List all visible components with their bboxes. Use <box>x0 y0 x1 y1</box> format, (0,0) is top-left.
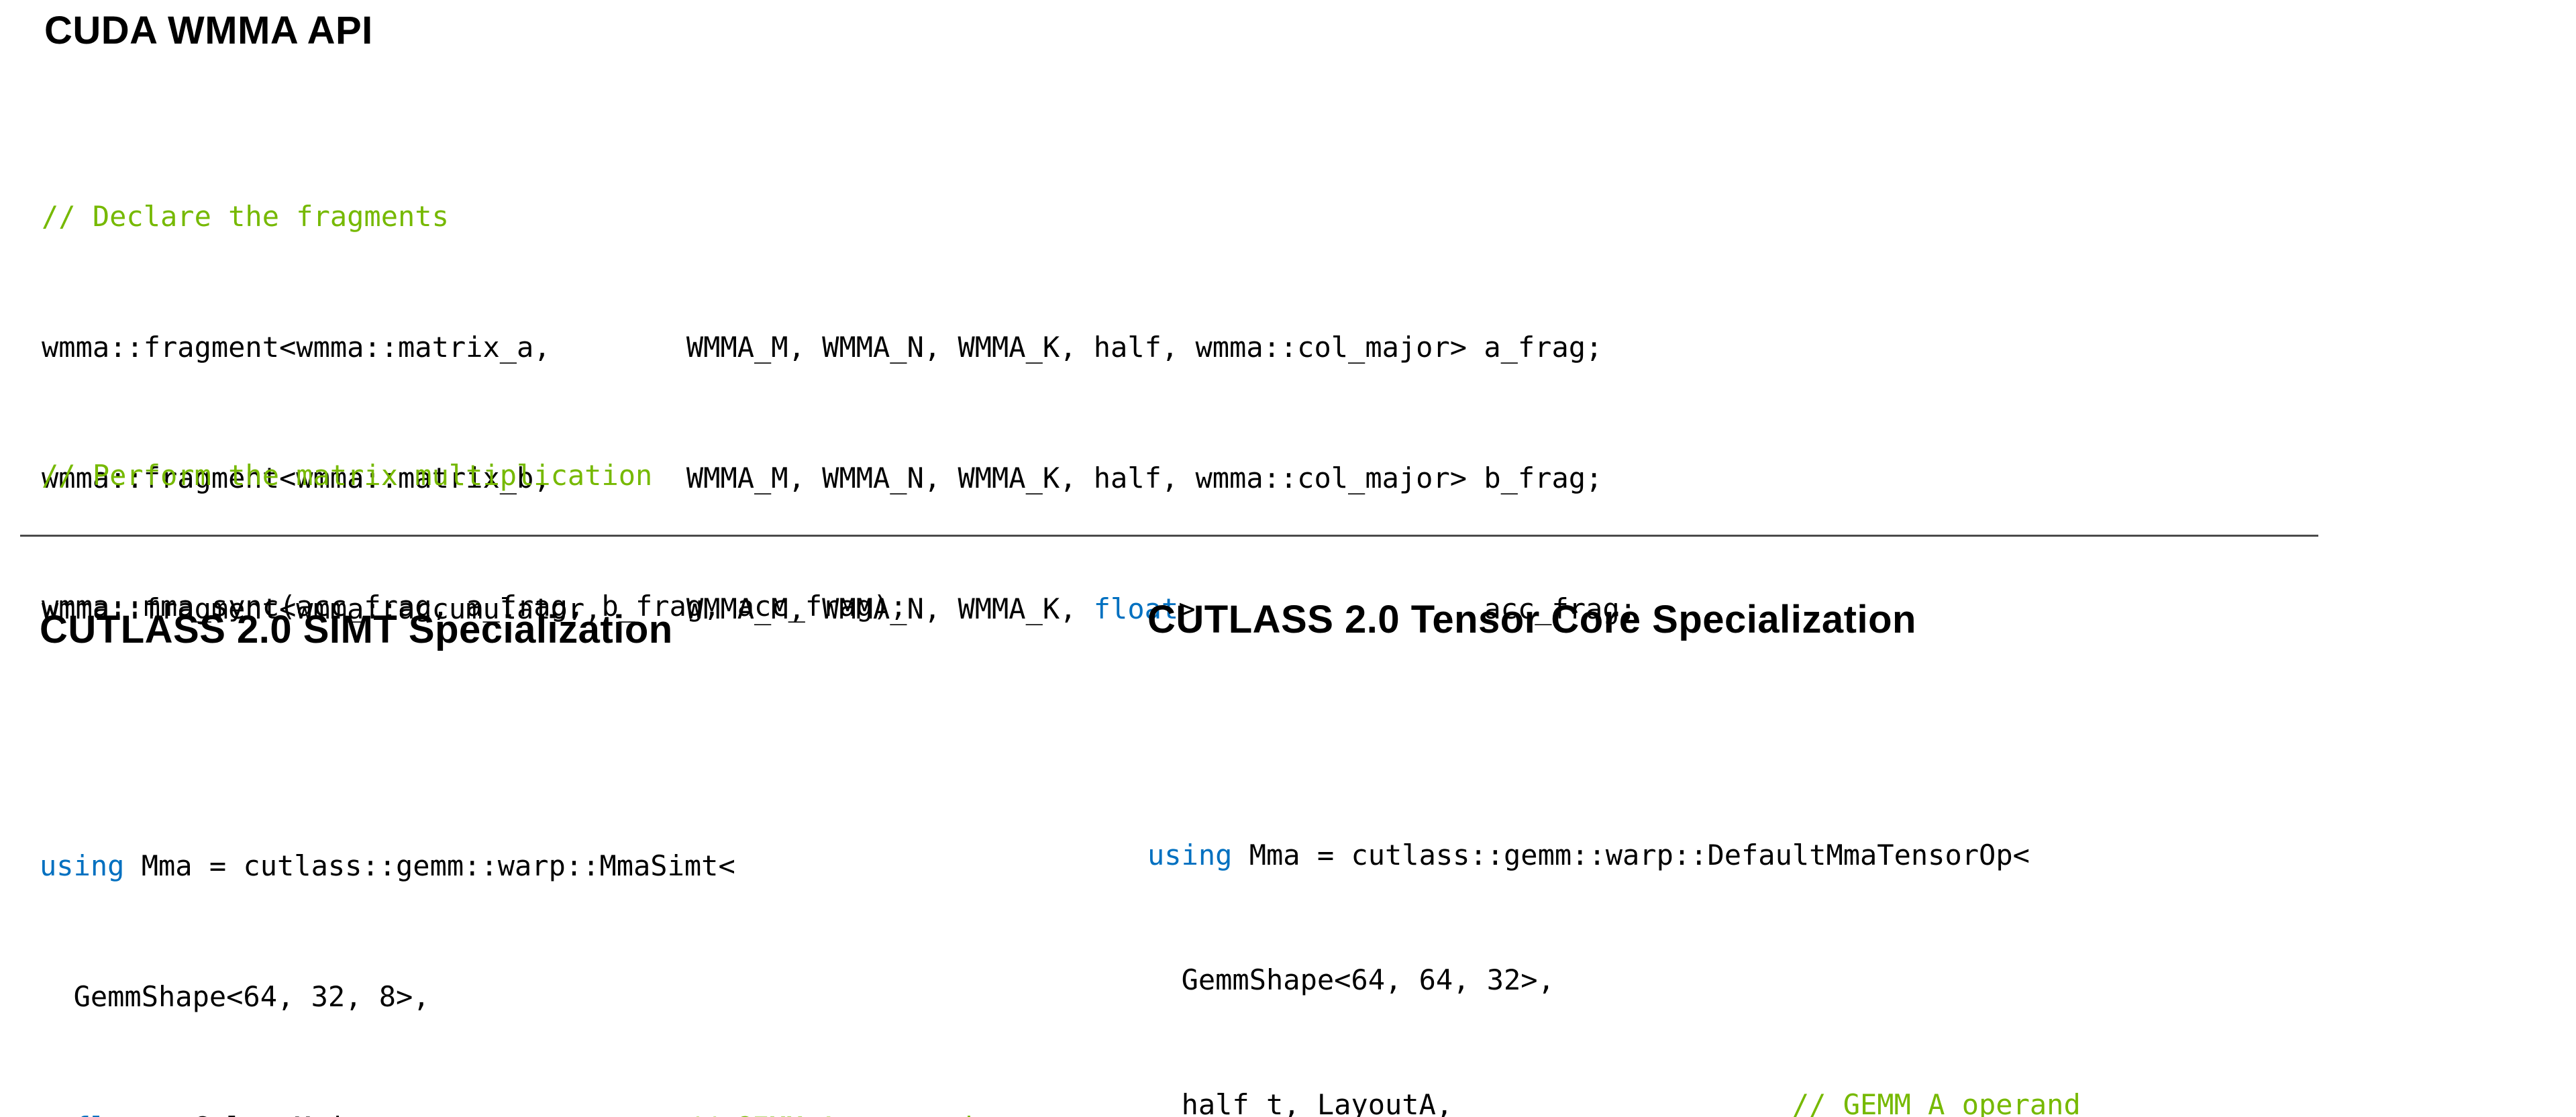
code-line: wmma::fragment<wmma::matrix_b, WMMA_M, W… <box>42 456 1637 500</box>
wmma-multiply-code-block: // Perform the matrix multiplication wmm… <box>42 366 907 715</box>
code-plain-token: Mma = cutlass::gemm::warp::DefaultMmaTen… <box>1232 839 2030 871</box>
code-line: using Mma = cutlass::gemm::warp::Default… <box>1147 835 2081 876</box>
code-plain-token <box>40 1111 74 1117</box>
code-line: wmma::fragment<wmma::matrix_a, WMMA_M, W… <box>42 325 1637 369</box>
code-plain-token: , ColumnMajor, <box>158 1111 684 1117</box>
code-line: wmma::fragment<wmma::accumulator, WMMA_M… <box>42 587 1637 631</box>
code-line: float, ColumnMajor, // GEMM A operand <box>40 1106 973 1117</box>
code-keyword-token: using <box>40 849 125 882</box>
code-keyword-token: using <box>1147 839 1233 871</box>
code-comment-token: // Declare the fragments <box>42 200 449 233</box>
code-keyword-token: float <box>74 1111 158 1117</box>
code-comment-token: // GEMM A operand <box>684 1111 973 1117</box>
code-comment-token: // GEMM A operand <box>1792 1088 2081 1117</box>
wmma-declare-code-block: // Declare the fragments wmma::fragment<… <box>42 107 1637 718</box>
code-plain-token: GemmShape<64, 32, 8>, <box>40 980 430 1013</box>
code-comment-token: // Perform the matrix multiplication <box>42 459 653 492</box>
code-line: using Mma = cutlass::gemm::warp::MmaSimt… <box>40 844 973 888</box>
code-plain-token: GemmShape<64, 64, 32>, <box>1147 963 1555 996</box>
code-line: wmma::mma_sync(acc_frag, a_frag, b_frag,… <box>42 584 907 628</box>
section-divider <box>20 535 2318 537</box>
code-plain-token: half_t, LayoutA, <box>1147 1088 1792 1117</box>
code-plain-token: Mma = cutlass::gemm::warp::MmaSimt< <box>124 849 735 882</box>
tensor-core-code-block: using Mma = cutlass::gemm::warp::Default… <box>1147 751 2081 1117</box>
code-keyword-token: float <box>1093 592 1179 625</box>
code-line: // Perform the matrix multiplication <box>42 454 907 497</box>
code-plain-token: wmma::fragment<wmma::matrix_b, WMMA_M, W… <box>42 462 1603 494</box>
code-line: GemmShape<64, 64, 32>, <box>1147 959 2081 1001</box>
code-plain-token: wmma::fragment<wmma::matrix_a, WMMA_M, W… <box>42 331 1603 364</box>
simt-heading: CUTLASS 2.0 SIMT Specialization <box>40 608 673 651</box>
code-line: // Declare the fragments <box>42 195 1637 238</box>
simt-code-block: using Mma = cutlass::gemm::warp::MmaSimt… <box>40 757 973 1117</box>
wmma-api-heading: CUDA WMMA API <box>44 9 373 52</box>
code-line: GemmShape<64, 32, 8>, <box>40 975 973 1018</box>
code-plain-token: > acc_frag; <box>1178 592 1637 625</box>
tensor-core-heading: CUTLASS 2.0 Tensor Core Specialization <box>1147 598 1916 641</box>
code-plain-token: wmma::fragment<wmma::accumulator, WMMA_M… <box>42 592 1094 625</box>
code-plain-token: wmma::mma_sync(acc_frag, a_frag, b_frag,… <box>42 590 907 623</box>
code-line: half_t, LayoutA, // GEMM A operand <box>1147 1084 2081 1117</box>
